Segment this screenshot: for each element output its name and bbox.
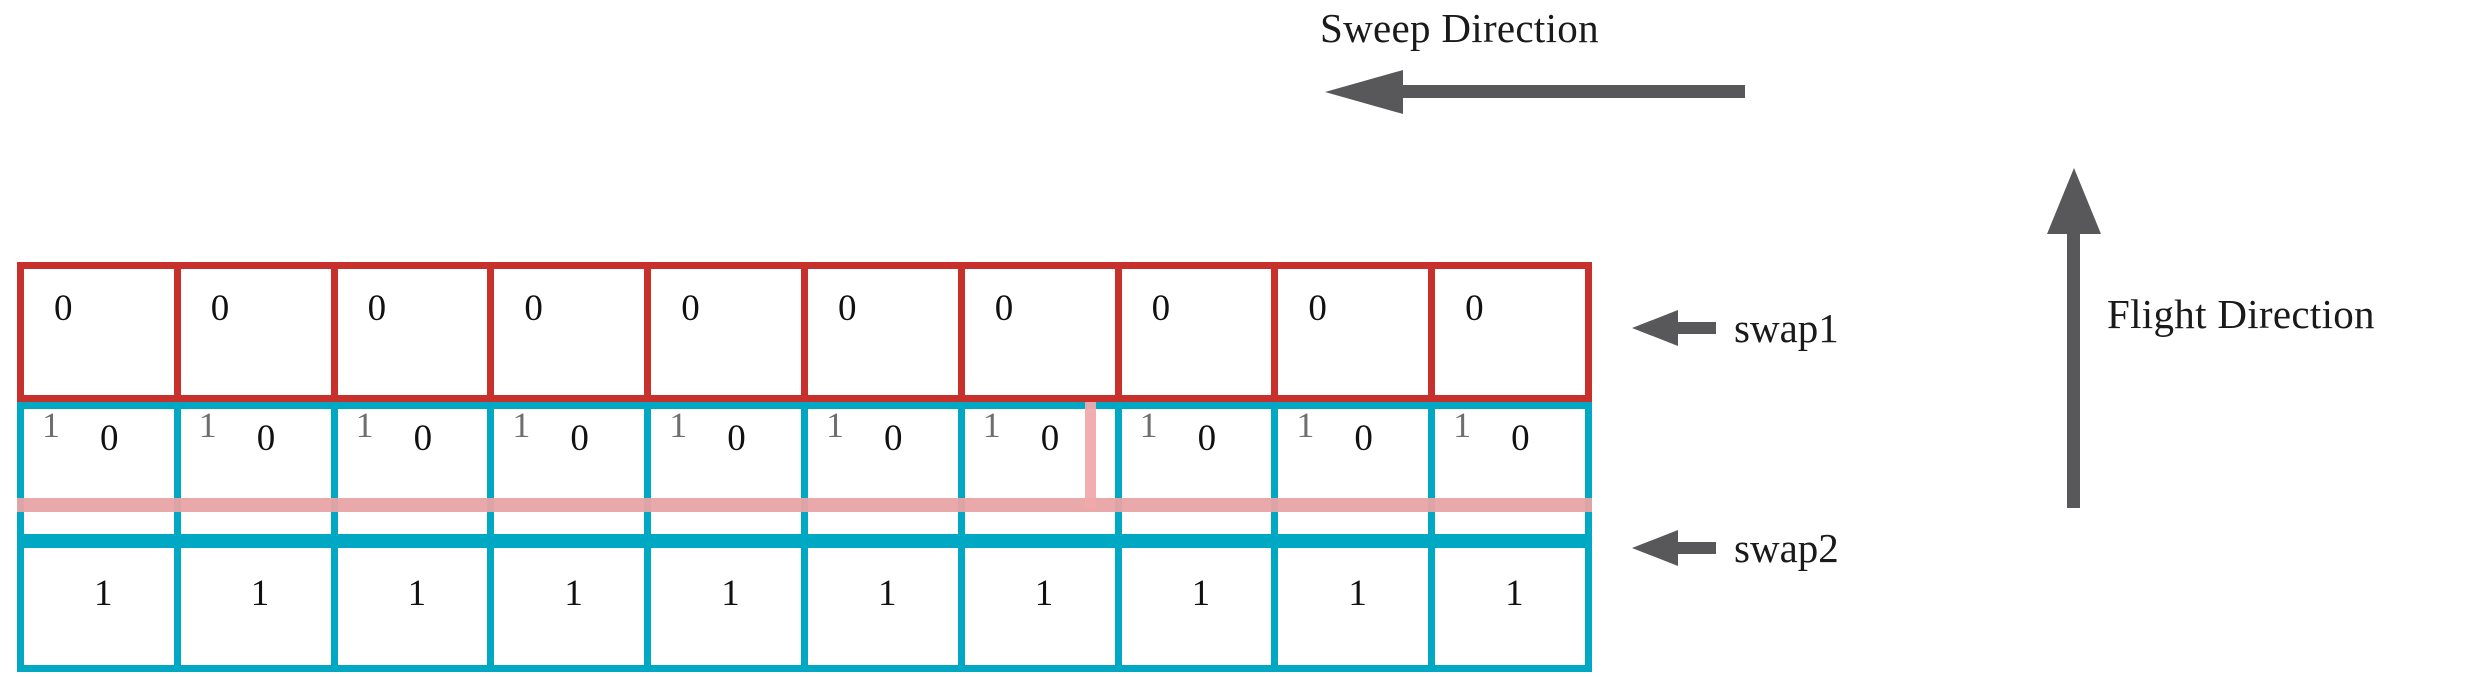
- grid-cell: 0: [1122, 269, 1279, 395]
- cell-primary-value: 0: [1040, 418, 1060, 459]
- grid-cell: 1: [494, 548, 652, 665]
- swap2-lower-row-grid: 1 1 1 1 1 1 1 1 1 1: [17, 541, 1592, 672]
- arrow-left-icon: [1325, 70, 1745, 114]
- grid-cell: 1: [808, 548, 965, 665]
- grid-cell: 0: [1278, 269, 1436, 395]
- flight-direction-label: Flight Direction: [2107, 291, 2375, 337]
- grid-cell: 1: [24, 548, 181, 665]
- flight-direction-annotation: Flight Direction: [2045, 168, 2490, 528]
- cell-primary-value: 0: [883, 418, 903, 459]
- cell-primary-value: 1: [877, 573, 897, 614]
- grid-cell: 1: [181, 548, 338, 665]
- cell-primary-value: 0: [413, 418, 433, 459]
- cell-primary-value: 0: [837, 288, 857, 329]
- cell-secondary-value: 1: [512, 405, 531, 445]
- cell-primary-value: 0: [100, 418, 119, 459]
- grid-cell: 0: [24, 269, 181, 395]
- cell-secondary-value: 1: [42, 405, 60, 445]
- cell-secondary-value: 1: [1296, 405, 1315, 445]
- cell-primary-value: 0: [1465, 288, 1484, 329]
- swap1-label: swap1: [1734, 305, 1839, 351]
- cell-secondary-value: 1: [198, 405, 217, 445]
- cell-secondary-value: 1: [982, 405, 1001, 445]
- cell-primary-value: 0: [210, 288, 230, 329]
- cell-secondary-value: 1: [355, 405, 374, 445]
- cell-primary-value: 1: [1034, 573, 1054, 614]
- cell-secondary-value: 1: [1453, 405, 1472, 445]
- arrow-left-icon: [1632, 530, 1716, 566]
- grid-cell: 0: [338, 269, 495, 395]
- cell-primary-value: 1: [721, 573, 740, 614]
- arrow-left-icon: [1632, 310, 1716, 346]
- cell-primary-value: 0: [727, 418, 746, 459]
- pink-horizontal-marker: [17, 498, 1592, 512]
- arrow-up-icon: [2047, 168, 2101, 508]
- grid-cell: 0: [808, 269, 965, 395]
- cell-primary-value: 1: [250, 573, 270, 614]
- cell-primary-value: 1: [1191, 573, 1211, 614]
- grid-cell: 0: [1435, 269, 1585, 395]
- grid-cell: 1: [965, 548, 1122, 665]
- cell-primary-value: 0: [54, 288, 73, 329]
- swap2-callout: swap2: [1632, 526, 1839, 570]
- swap2-label: swap2: [1734, 525, 1839, 571]
- grid-cell: 0: [494, 269, 652, 395]
- cell-primary-value: 0: [367, 288, 387, 329]
- cell-primary-value: 0: [1308, 288, 1327, 329]
- swap1-row-grid: 0 0 0 0 0 0 0 0 0 0: [17, 262, 1592, 402]
- cell-secondary-value: 1: [825, 405, 844, 445]
- cell-primary-value: 1: [1505, 573, 1524, 614]
- cell-secondary-value: 1: [669, 405, 688, 445]
- cell-primary-value: 0: [1354, 418, 1373, 459]
- cell-primary-value: 0: [994, 288, 1014, 329]
- swap1-callout: swap1: [1632, 306, 1839, 350]
- cell-primary-value: 0: [1151, 288, 1171, 329]
- cell-primary-value: 0: [681, 288, 700, 329]
- grid-cell: 1: [1122, 548, 1279, 665]
- cell-primary-value: 1: [94, 573, 113, 614]
- cell-secondary-value: 1: [1139, 405, 1158, 445]
- cell-primary-value: 1: [564, 573, 583, 614]
- grid-cell: 0: [651, 269, 808, 395]
- cell-primary-value: 0: [524, 288, 543, 329]
- cell-primary-value: 0: [1511, 418, 1530, 459]
- cell-primary-value: 0: [570, 418, 589, 459]
- pink-vertical-tick-marker: [1085, 402, 1096, 508]
- grid-cell: 0: [181, 269, 338, 395]
- grid-cell: 0: [965, 269, 1122, 395]
- cell-primary-value: 0: [256, 418, 276, 459]
- cell-primary-value: 1: [1348, 573, 1367, 614]
- sweep-direction-label: Sweep Direction: [1320, 5, 1599, 51]
- grid-cell: 1: [651, 548, 808, 665]
- cell-primary-value: 0: [1197, 418, 1217, 459]
- grid-cell: 1: [338, 548, 495, 665]
- grid-cell: 1: [1435, 548, 1585, 665]
- cell-primary-value: 1: [407, 573, 427, 614]
- grid-cell: 1: [1278, 548, 1436, 665]
- sweep-direction-annotation: Sweep Direction: [1265, 4, 1785, 134]
